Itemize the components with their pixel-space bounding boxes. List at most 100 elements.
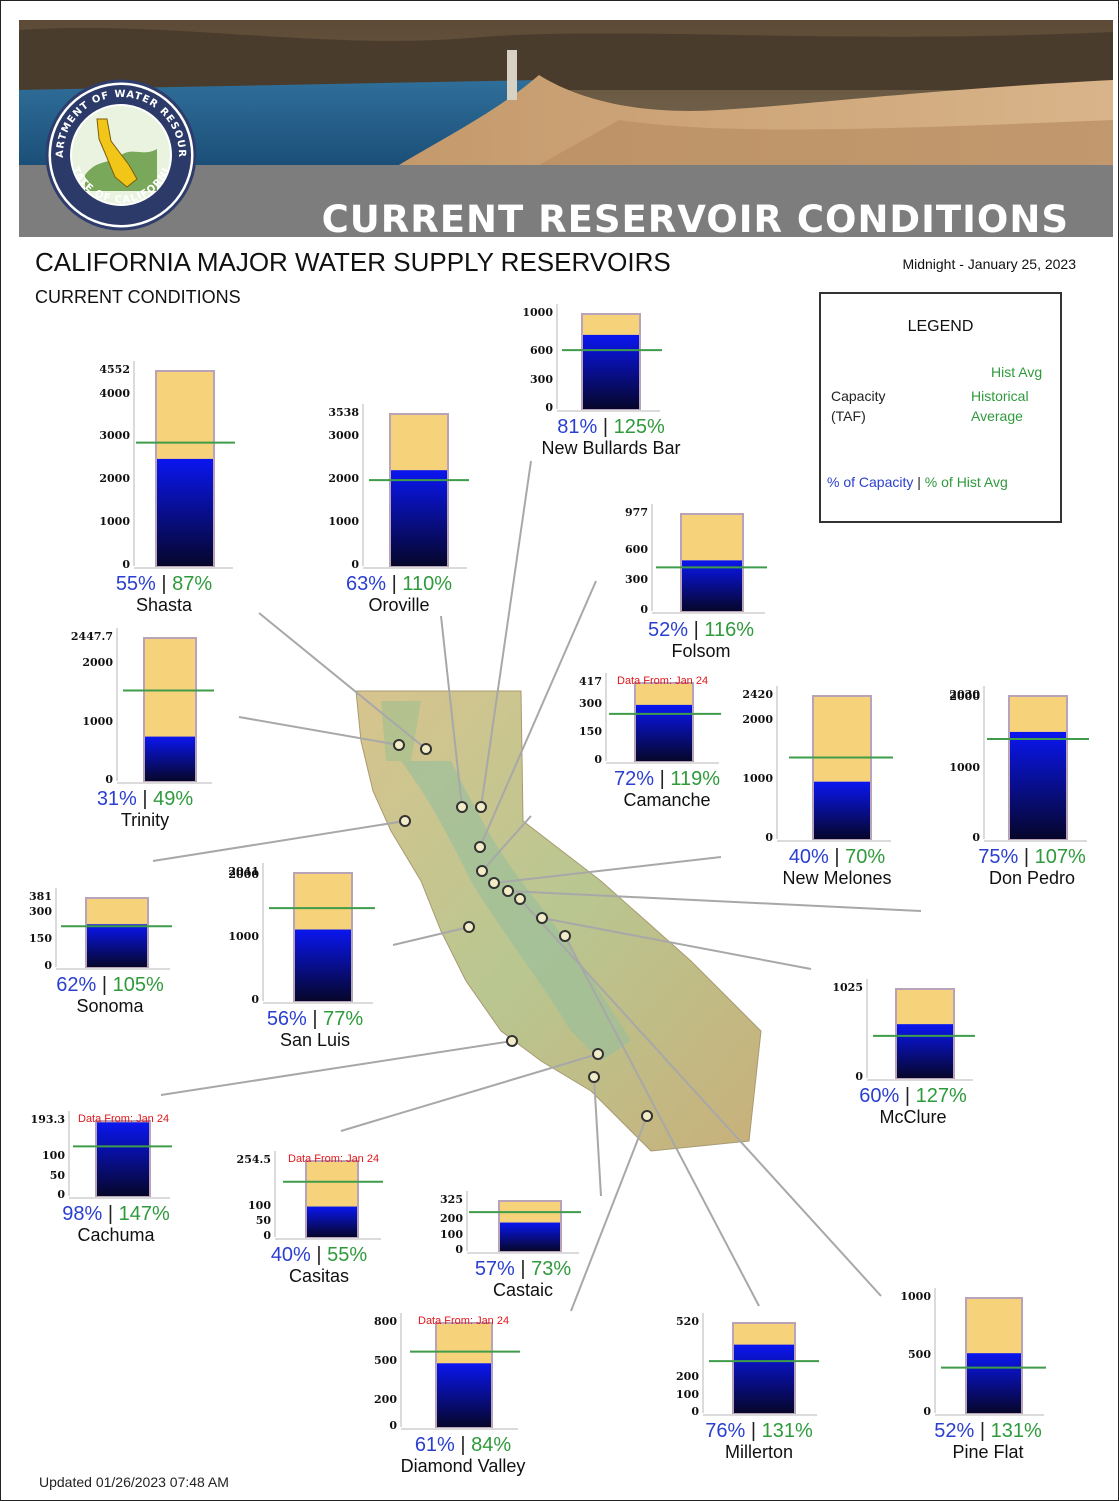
data-note-camanche: Data From: Jan 24: [617, 675, 709, 687]
pct-separator-sonoma: |: [96, 974, 113, 996]
pct-hist-millerton: 131%: [761, 1420, 813, 1442]
reservoir-name-millerton: Millerton: [724, 1442, 794, 1462]
reservoir-chart-oroville: [362, 404, 469, 569]
leader-line-sonoma: [152, 820, 406, 862]
tick-label-pine-flat: 1000: [900, 1290, 931, 1303]
tick-label-new-melones: 2420: [742, 688, 773, 701]
pct-row-pine-flat: 52% | 131%: [878, 1420, 1098, 1442]
reservoir-chart-casitas: [274, 1151, 383, 1240]
pct-row-millerton: 76% | 131%: [649, 1420, 869, 1442]
reservoir-marker-don-pedro[interactable]: [502, 885, 514, 897]
tick-label-oroville: 0: [351, 558, 359, 571]
pct-separator-oroville: |: [386, 573, 403, 595]
reservoir-marker-shasta[interactable]: [420, 743, 432, 755]
reservoir-marker-castaic[interactable]: [588, 1071, 600, 1083]
reservoir-marker-diamond-valley[interactable]: [641, 1110, 653, 1122]
pct-row-diamond-valley: 61% | 84%: [353, 1434, 573, 1456]
pct-separator-mcclure: |: [899, 1085, 916, 1107]
storage-bar-cachuma: [97, 1122, 149, 1196]
reservoir-chart-don-pedro: [983, 686, 1089, 842]
reservoir-label-mcclure: 60% | 127%McClure: [803, 1085, 1023, 1127]
reservoir-label-san-luis: 56% | 77%San Luis: [205, 1008, 425, 1050]
reservoir-marker-oroville[interactable]: [456, 801, 468, 813]
tick-label-shasta: 1000: [99, 515, 130, 529]
legend-hist-avg: Hist Avg: [991, 364, 1043, 380]
tick-label-mcclure: 0: [855, 1070, 863, 1083]
reservoir-name-mcclure: McClure: [879, 1107, 947, 1127]
tick-label-new-bullards-bar: 1000: [522, 306, 553, 319]
tick-label-new-bullards-bar: 300: [530, 372, 553, 386]
leader-line-oroville: [440, 615, 463, 808]
legend-capacity-label: Capacity (TAF): [831, 386, 885, 426]
reservoir-chart-cachuma: [68, 1111, 172, 1199]
pct-hist-castaic: 73%: [531, 1258, 572, 1280]
tick-label-castaic: 200: [440, 1212, 463, 1226]
reservoir-name-sonoma: Sonoma: [76, 996, 144, 1016]
pct-separator-casitas: |: [310, 1244, 328, 1266]
tick-label-casitas: 100: [248, 1199, 271, 1213]
pct-separator-folsom: |: [688, 619, 705, 641]
reservoir-name-don-pedro: Don Pedro: [988, 868, 1076, 888]
storage-bar-pine-flat: [967, 1353, 1021, 1413]
reservoir-marker-cachuma[interactable]: [506, 1035, 518, 1047]
tick-label-trinity: 0: [105, 773, 113, 786]
reservoir-marker-new-melones[interactable]: [488, 877, 500, 889]
reservoir-label-camanche: 72% | 119%Camanche: [557, 768, 777, 810]
tick-label-sonoma: 0: [44, 959, 52, 972]
reservoir-label-pine-flat: 52% | 131%Pine Flat: [878, 1420, 1098, 1462]
pct-row-new-melones: 40% | 70%: [727, 846, 947, 868]
leader-line-castaic: [593, 1076, 602, 1197]
tick-label-don-pedro: 1000: [949, 760, 980, 774]
pct-row-trinity: 31% | 49%: [35, 788, 255, 810]
reservoir-chart-san-luis: [262, 863, 375, 1004]
pct-capacity-don-pedro: 75%: [978, 846, 1019, 868]
storage-bar-san-luis: [295, 929, 351, 1001]
reservoir-marker-casitas[interactable]: [592, 1048, 604, 1060]
tick-label-pine-flat: 500: [908, 1347, 931, 1361]
pct-row-casitas: 40% | 55%: [209, 1244, 429, 1266]
reservoir-label-new-bullards-bar: 81% | 125%New Bullards Bar: [501, 416, 721, 458]
reservoir-name-diamond-valley: Diamond Valley: [400, 1456, 526, 1476]
reservoir-marker-millerton[interactable]: [559, 930, 571, 942]
pct-row-folsom: 52% | 116%: [591, 619, 811, 641]
tick-label-new-bullards-bar: 600: [530, 344, 553, 357]
tick-label-millerton: 520: [676, 1315, 699, 1328]
tick-label-oroville: 1000: [328, 515, 359, 529]
tick-label-folsom: 600: [625, 543, 648, 557]
storage-bar-oroville: [391, 470, 447, 566]
pct-capacity-mcclure: 60%: [859, 1085, 900, 1107]
reservoir-marker-trinity[interactable]: [393, 739, 405, 751]
tick-label-don-pedro: 2000: [949, 690, 980, 704]
reservoir-marker-new-bullards-bar[interactable]: [475, 801, 487, 813]
storage-bar-casitas: [307, 1206, 357, 1237]
banner-title: CURRENT RESERVOIR CONDITIONS: [321, 198, 1069, 237]
reservoir-marker-pine-flat[interactable]: [514, 893, 526, 905]
pct-row-mcclure: 60% | 127%: [803, 1085, 1023, 1107]
pct-capacity-diamond-valley: 61%: [414, 1434, 455, 1456]
leader-line-camanche: [481, 815, 532, 872]
reservoir-marker-folsom[interactable]: [474, 841, 486, 853]
pct-capacity-pine-flat: 52%: [934, 1420, 975, 1442]
pct-hist-diamond-valley: 84%: [471, 1434, 512, 1456]
page-subtitle: CURRENT CONDITIONS: [35, 287, 241, 307]
storage-bar-castaic: [500, 1222, 560, 1251]
reservoir-marker-sonoma[interactable]: [399, 815, 411, 827]
reservoir-name-new-bullards-bar: New Bullards Bar: [541, 438, 681, 458]
pct-row-san-luis: 56% | 77%: [205, 1008, 425, 1030]
reservoir-label-millerton: 76% | 131%Millerton: [649, 1420, 869, 1462]
pct-capacity-camanche: 72%: [613, 768, 655, 790]
pct-capacity-trinity: 31%: [96, 788, 137, 810]
pct-row-cachuma: 98% | 147%: [6, 1203, 226, 1225]
storage-bar-trinity: [145, 736, 195, 781]
reservoir-marker-camanche[interactable]: [476, 865, 488, 877]
pct-separator-diamond-valley: |: [454, 1434, 472, 1456]
legend-historical-average: Historical Average: [971, 386, 1029, 426]
tick-label-millerton: 0: [691, 1405, 699, 1418]
reservoir-name-shasta: Shasta: [135, 595, 193, 615]
reservoir-chart-mcclure: [866, 979, 975, 1081]
legend-pct-capacity: % of Capacity: [827, 474, 914, 490]
reservoir-marker-mcclure[interactable]: [536, 912, 548, 924]
reservoir-label-don-pedro: 75% | 107%Don Pedro: [922, 846, 1118, 888]
reservoir-marker-san-luis[interactable]: [463, 921, 475, 933]
tick-label-shasta: 0: [122, 558, 130, 571]
